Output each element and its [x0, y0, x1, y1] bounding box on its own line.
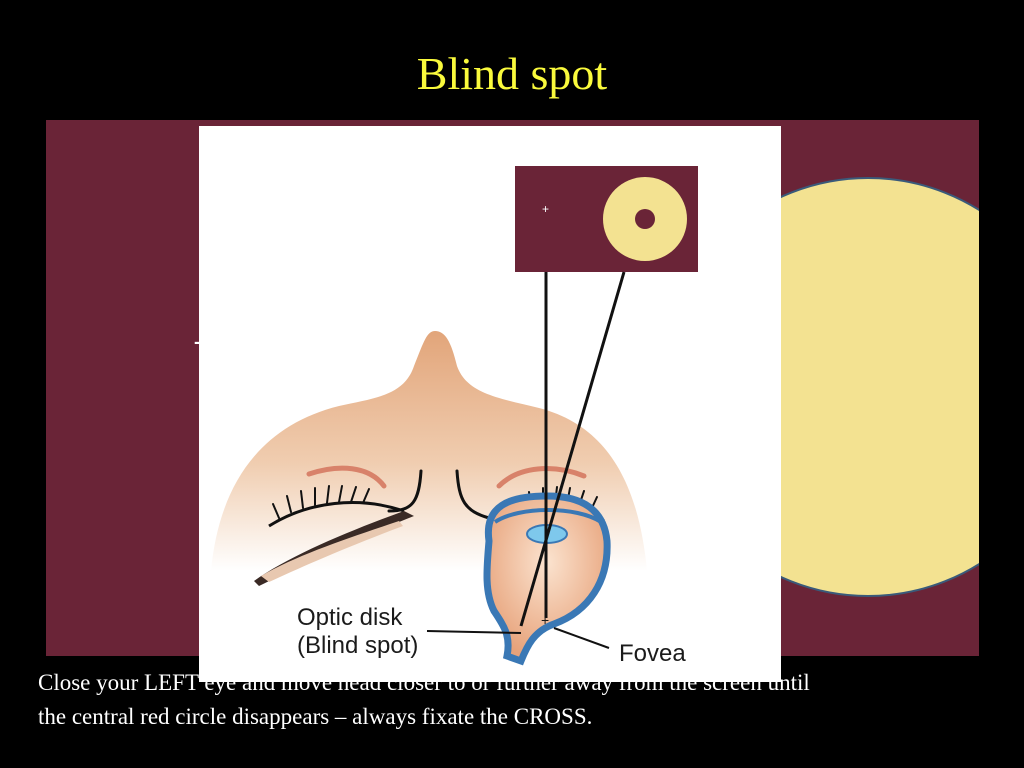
optic-disk-label-line2: (Blind spot) — [297, 632, 419, 659]
eye-diagram-svg — [211, 166, 698, 666]
fovea-marker: + — [541, 612, 550, 628]
fovea-label: Fovea — [619, 640, 686, 667]
optic-disk-label: Optic disk (Blind spot) — [297, 604, 418, 660]
eye-illustration: + + Optic disk (Blind spot) Fovea — [199, 126, 781, 682]
slide-title: Blind spot — [416, 48, 608, 99]
optic-disk-label-line1: Optic disk — [297, 604, 403, 631]
sight-lines — [519, 271, 626, 627]
fovea-leader — [553, 627, 610, 649]
inset-fixation-cross: + — [542, 202, 550, 216]
optic-disk-leader — [426, 630, 522, 634]
inset-stimulus-card — [515, 166, 698, 272]
caption-line-1: Close your LEFT eye and move head closer… — [38, 670, 810, 695]
caption-line-2: the central red circle disappears – alwa… — [38, 704, 593, 729]
instruction-caption: Close your LEFT eye and move head closer… — [38, 666, 998, 734]
